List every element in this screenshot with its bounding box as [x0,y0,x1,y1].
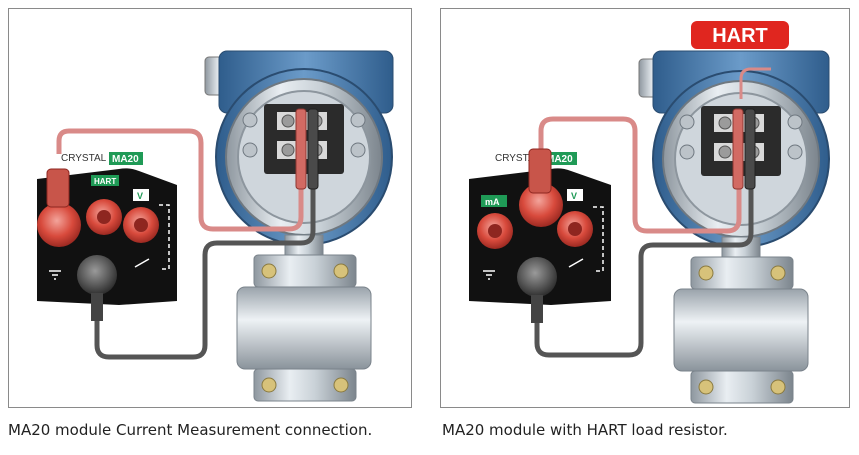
red-jack-com [37,203,81,247]
ma20-module: CRYSTAL MA20 mA V [469,148,611,323]
red-probe [295,108,307,190]
diagram-hart-load-resistor: HART [469,21,830,404]
red-link-lead [739,67,771,99]
ground-jack [77,255,117,295]
ground-jack [517,257,557,297]
black-probe [307,108,319,190]
module-jack-label: HART [94,177,116,186]
hart-banner: HART [691,21,789,49]
diagram-panel-hart-load-resistor: HART [440,8,850,408]
red-test-lead [56,128,304,232]
module-model-label: MA20 [112,154,139,165]
red-probe [732,108,744,190]
module-brand-label: CRYSTAL [495,153,541,164]
caption-current-measurement: MA20 module Current Measurement connecti… [8,421,373,439]
caption-hart-load-resistor: MA20 module with HART load resistor. [442,421,728,439]
module-jack-label: mA [485,197,500,207]
red-jack-com [519,183,563,227]
black-test-lead [534,189,754,358]
module-v-label: V [571,191,577,201]
ma20-module: CRYSTAL MA20 HART V [37,152,177,321]
module-model-label: MA20 [546,154,573,165]
diagram-current-measurement: CRYSTAL MA20 HART V [37,50,394,402]
module-v-label: V [137,191,143,201]
hart-banner-label: HART [712,25,768,47]
sensor-body [236,234,372,402]
red-test-lead [538,116,742,234]
diagram-panel-current-measurement: CRYSTAL MA20 HART V [8,8,412,408]
module-brand-label: CRYSTAL [61,153,107,164]
sensor-body [673,236,809,404]
black-probe [744,108,756,190]
black-test-lead [94,187,316,360]
